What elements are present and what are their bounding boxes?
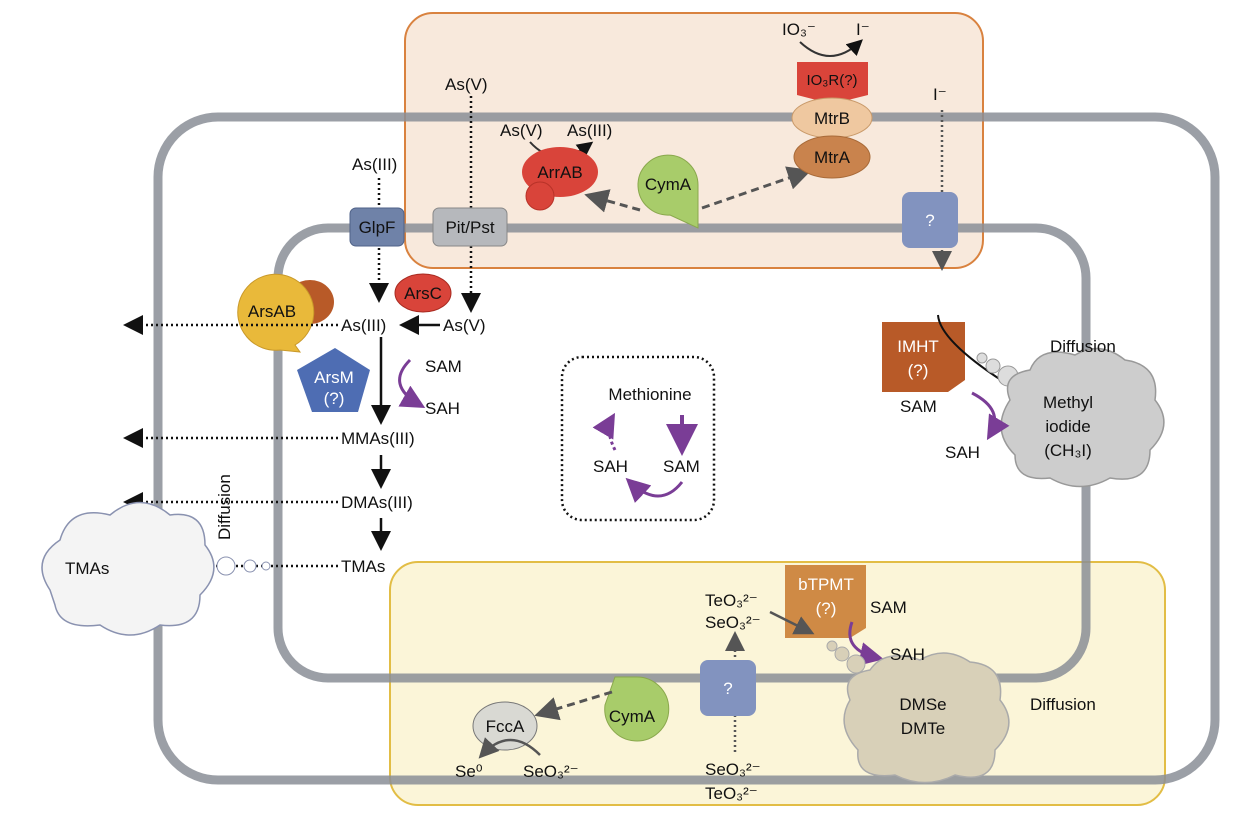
as-iii-label: As(III) [341, 316, 386, 335]
arsab-label: ArsAB [248, 302, 296, 321]
dmas-label: DMAs(III) [341, 493, 413, 512]
tmas-cloud [41, 501, 215, 636]
teo3-in-label: TeO₃²⁻ [705, 784, 758, 803]
iodine-sah-label: SAH [945, 443, 980, 462]
cyma-bottom-label: CymA [609, 707, 656, 726]
arsm-enzyme [297, 348, 370, 412]
iodine-diffusion-label: Diffusion [1050, 337, 1116, 356]
fcca-substrate-label: SeO₃²⁻ [523, 762, 579, 781]
cyma-bottom [604, 676, 670, 742]
outer-membrane [153, 112, 1220, 785]
arsm-sah-label: SAH [425, 399, 460, 418]
dmse-label: DMSe [899, 695, 946, 714]
imht-label: IMHT [897, 337, 939, 356]
methionine-sam-label: SAM [663, 457, 700, 476]
fcca-label: FccA [486, 717, 525, 736]
mtra-protein [793, 135, 871, 179]
tmas-out-label: TMAs [65, 559, 109, 578]
btpmt-sah-label: SAH [890, 645, 925, 664]
imht-q-label: (?) [908, 361, 929, 380]
unknown-transporter-bottom [700, 660, 756, 716]
pit-pst-label: Pit/Pst [445, 218, 494, 237]
methionine-sah-label: SAH [593, 457, 628, 476]
glpf-label: GlpF [359, 218, 396, 237]
as-iii-in-label: As(III) [352, 155, 397, 174]
cloud-formula-label: (CH₃I) [1044, 441, 1092, 460]
seo3-label: SeO₃²⁻ [705, 613, 761, 632]
unknown-bottom-label: ? [723, 679, 732, 698]
unknown-top-label: ? [925, 211, 934, 230]
cloud-iodide-label: iodide [1045, 417, 1090, 436]
arsenic-diffusion-label: Diffusion [215, 474, 234, 540]
io3r-enzyme [797, 62, 868, 104]
unknown-transporter-top [902, 192, 958, 248]
pit-pst-transporter [432, 207, 508, 247]
io3-label: IO₃⁻ [782, 20, 816, 39]
arrab-label: ArrAB [537, 163, 582, 182]
teo3-label: TeO₃²⁻ [705, 591, 758, 610]
methionine-cycle-box [560, 355, 716, 522]
btpmt-q-label: (?) [816, 599, 837, 618]
mtra-label: MtrA [814, 148, 851, 167]
bottom-diffusion-label: Diffusion [1030, 695, 1096, 714]
as-v-label: As(V) [445, 75, 488, 94]
io3r-label: IO₃R(?) [806, 72, 857, 89]
se0-label: Se⁰ [455, 762, 483, 781]
arsm-q-label: (?) [324, 389, 345, 408]
arrab-product: As(III) [567, 121, 612, 140]
periplasm-bottom-region [389, 561, 1166, 806]
dmte-label: DMTe [901, 719, 945, 738]
seo3-in-label: SeO₃²⁻ [705, 760, 761, 779]
arsm-sam-label: SAM [425, 357, 462, 376]
arsc-label: ArsC [404, 284, 442, 303]
btpmt-sam-label: SAM [870, 598, 907, 617]
arsc-enzyme [394, 273, 452, 313]
iodide-product-label: I⁻ [856, 20, 870, 39]
cloud-methyl-label: Methyl [1043, 393, 1093, 412]
iodine-sam-label: SAM [900, 397, 937, 416]
imht-enzyme [882, 322, 965, 392]
mmas-label: MMAs(III) [341, 429, 415, 448]
arrab-substrate: As(V) [500, 121, 543, 140]
cyma-top [637, 154, 699, 229]
glpf-transporter [349, 207, 405, 247]
mtrb-label: MtrB [814, 109, 850, 128]
as-v-inner-label: As(V) [443, 316, 486, 335]
methyl-iodide-cloud [1000, 347, 1165, 488]
iodide-label: I⁻ [933, 85, 947, 104]
methionine-label: Methionine [608, 385, 691, 404]
btpmt-label: bTPMT [798, 575, 854, 594]
tmas-label: TMAs [341, 557, 385, 576]
arsm-label: ArsM [314, 368, 354, 387]
cyma-top-label: CymA [645, 175, 692, 194]
dmse-dmte-cloud [843, 652, 1010, 784]
